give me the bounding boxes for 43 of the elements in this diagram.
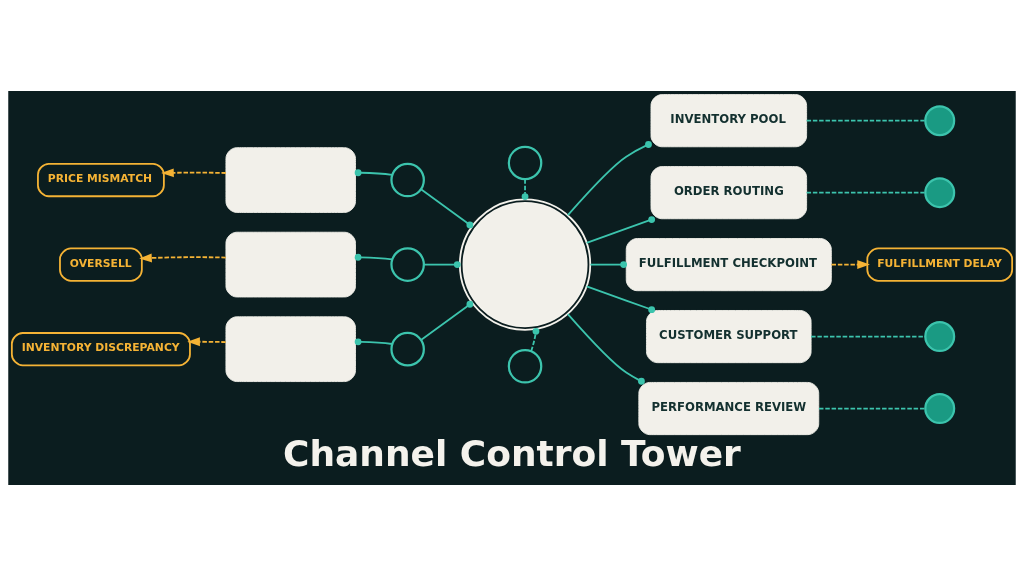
node-box: FULFILLMENT DELAY [866,247,1014,282]
node-box: PERFORMANCE REVIEW [638,382,820,436]
connector [589,261,628,269]
node-box: INVENTORY DISCREPANCY [10,332,191,367]
connector [585,285,656,314]
node-box: CUSTOMER SUPPORT [646,310,812,364]
connector [423,261,461,269]
node-circle [924,177,956,209]
arrow [139,253,227,263]
node-circle [924,105,956,137]
connector [810,335,926,338]
arrow [161,168,227,178]
connector [420,188,474,229]
connector [805,119,926,122]
connector [566,141,652,216]
connector [818,407,926,410]
connector [354,253,393,261]
node-box: FULFILLMENT CHECKPOINT [625,238,832,292]
node-circle [390,162,425,198]
connector [521,178,529,200]
node-box: ORDER ROUTING [650,166,808,220]
node-box: INVENTORY POOL [650,94,808,148]
node-circle [507,145,543,181]
arrow [187,337,227,347]
connector [420,300,474,341]
connector [354,338,393,346]
node-box [225,147,356,213]
node-circle [390,247,425,282]
connector [805,191,926,194]
node-box [225,316,356,382]
arrow [830,260,870,270]
connector [585,216,656,244]
connector [566,313,645,385]
connector [354,169,393,177]
node-circle [390,331,425,367]
node-circle [507,348,543,384]
node-box: OVERSELL [59,247,143,282]
connector [530,327,540,353]
node-box: PRICE MISMATCH [37,162,165,198]
node-circle [924,321,956,353]
diagram-title: Channel Control Tower [283,433,741,475]
node-box [225,231,356,298]
node-circle [924,393,956,425]
